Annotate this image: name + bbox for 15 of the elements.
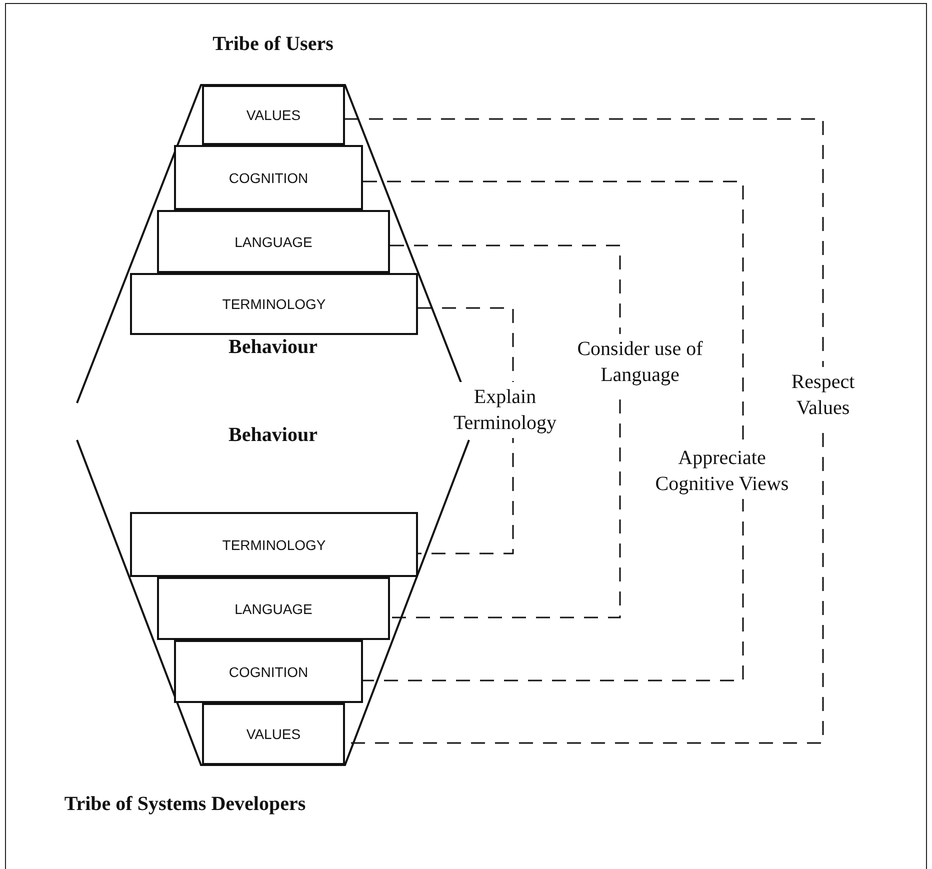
layer-box: COGNITION (174, 145, 363, 210)
heading: Tribe of Users (212, 33, 334, 56)
layer-box: LANGUAGE (157, 210, 390, 273)
heading: Behaviour (228, 336, 318, 359)
layer-box: COGNITION (174, 640, 363, 703)
dashed-connector (345, 118, 824, 744)
dashed-connector (363, 180, 744, 682)
layer-box: TERMINOLOGY (130, 512, 418, 577)
heading: Behaviour (228, 424, 318, 447)
layer-box: VALUES (202, 85, 345, 145)
layer-box: TERMINOLOGY (130, 273, 418, 335)
heading: Tribe of Systems Developers (64, 793, 306, 816)
dashed-connector (390, 244, 621, 618)
layer-box: LANGUAGE (157, 577, 390, 640)
layer-box: VALUES (202, 703, 345, 765)
